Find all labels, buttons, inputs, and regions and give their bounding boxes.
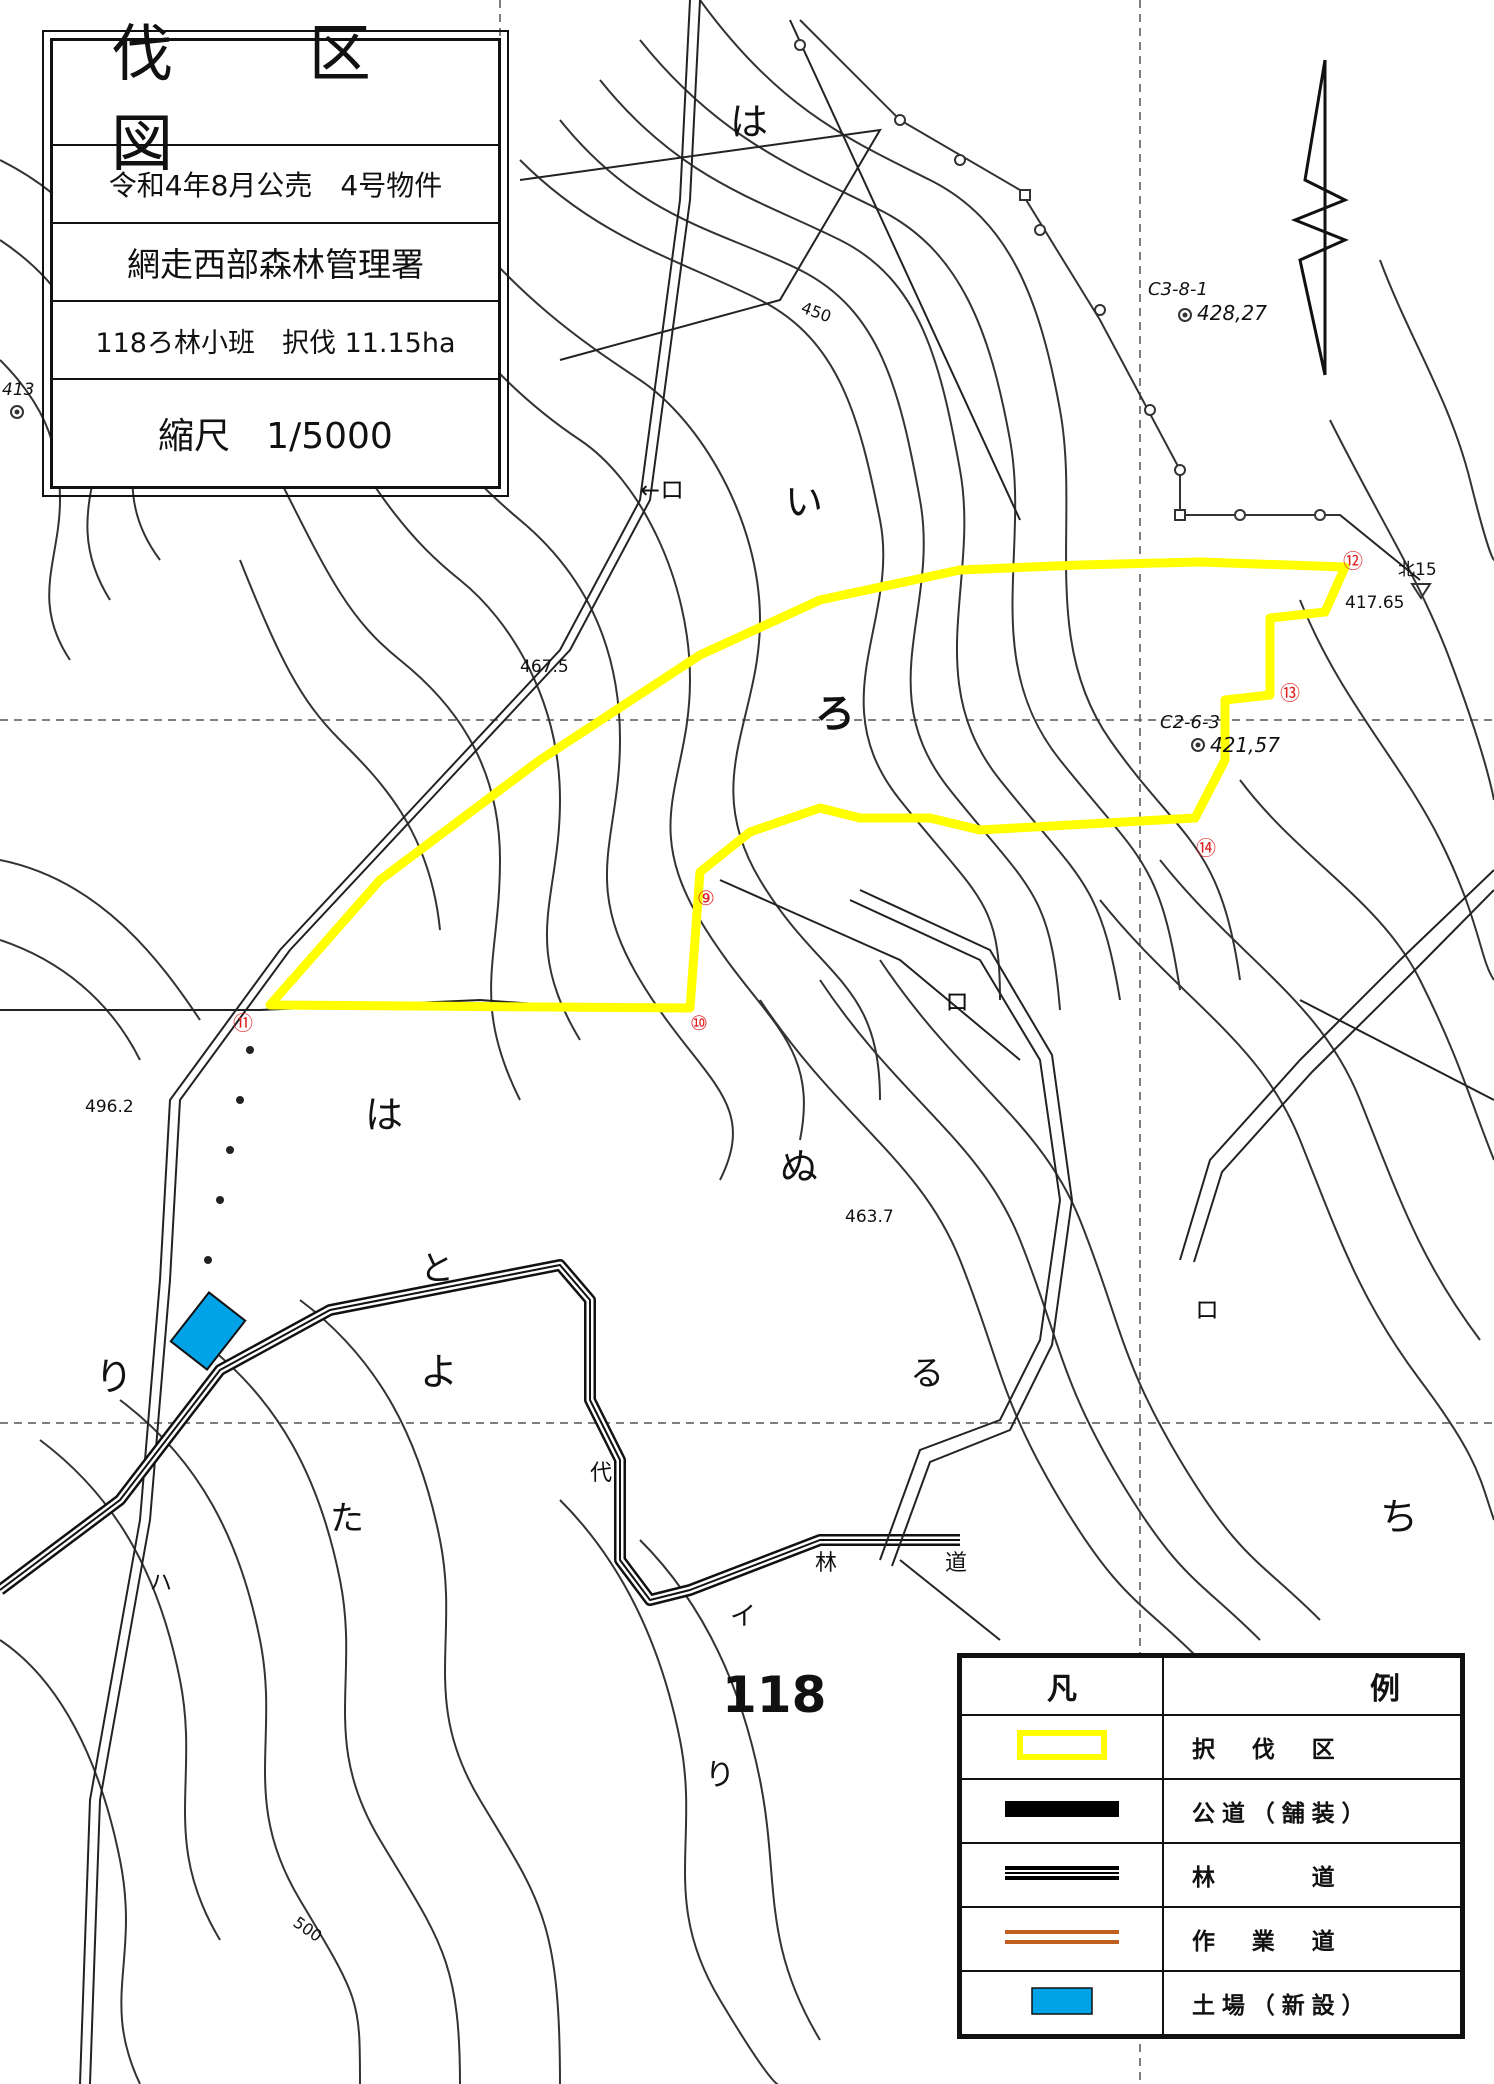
sub-i-label: い bbox=[785, 480, 823, 524]
arrow-ro-2: ロ bbox=[945, 988, 969, 1016]
landing-icon bbox=[1031, 1987, 1093, 2015]
forest-road-icon bbox=[1005, 1866, 1119, 1880]
sub-ta-label: た bbox=[330, 1499, 364, 1539]
point-10: ⑩ bbox=[690, 1011, 708, 1035]
benchmark-n15: 北15 bbox=[1398, 560, 1437, 580]
legend-label-work-road: 作 業 道 bbox=[1162, 1906, 1462, 1972]
sub-yo-label: よ bbox=[420, 1350, 458, 1394]
dotted-trail bbox=[204, 1046, 254, 1264]
subcompartment-ro-label: ろ bbox=[815, 691, 855, 737]
title-box: 伐 区 図 令和4年8月公売 4号物件 網走西部森林管理署 118ろ林小班 択伐… bbox=[42, 17, 509, 497]
benchmark-c263-value: 421,57 bbox=[1210, 733, 1280, 757]
forest-road-text-3: 道 bbox=[945, 1551, 967, 1576]
sub-ri-bottom-label: り bbox=[705, 1758, 735, 1793]
sub-nu-label: ぬ bbox=[780, 1145, 818, 1189]
legend-label-public-road: 公道（舗装） bbox=[1162, 1778, 1462, 1844]
old-road bbox=[79, 0, 701, 2084]
compartment-boundaries bbox=[0, 19, 1494, 1641]
map-title: 伐 区 図 bbox=[53, 17, 498, 180]
compartment-label: 118 bbox=[722, 1666, 826, 1724]
announcement-text: 令和4年8月公売 4号物件 bbox=[53, 146, 498, 224]
legend-label-cutting-area: 択 伐 区 bbox=[1162, 1714, 1462, 1780]
sub-ru-label: る bbox=[910, 1354, 944, 1394]
elevation-4962: 496.2 bbox=[85, 1097, 134, 1117]
public-road-icon bbox=[1005, 1801, 1119, 1817]
work-road-icon bbox=[1005, 1930, 1119, 1944]
benchmark-c263: C2-6-3 bbox=[1160, 712, 1220, 733]
legend-label-landing: 土場（新設） bbox=[1162, 1970, 1462, 2036]
legend-header: 凡 例 bbox=[960, 1656, 1462, 1716]
survey-markers bbox=[794, 39, 1326, 521]
benchmark-n15-value: 417.65 bbox=[1345, 593, 1404, 613]
elevation-4675: 467.5 bbox=[520, 657, 569, 677]
legend-header-symbol: 凡 bbox=[960, 1656, 1164, 1716]
legend-header-label: 例 bbox=[1162, 1656, 1462, 1716]
point-13: ⑬ bbox=[1280, 681, 1300, 705]
legend-row: 土場（新設） bbox=[960, 1970, 1462, 2036]
legend-row: 択 伐 区 bbox=[960, 1714, 1462, 1780]
north-arrow-icon bbox=[1290, 59, 1349, 376]
benchmark-left: 413 bbox=[2, 380, 34, 400]
legend-row: 作 業 道 bbox=[960, 1906, 1462, 1972]
forest-road-text-1: 代 bbox=[590, 1461, 612, 1486]
point-11: ⑪ bbox=[233, 1011, 253, 1035]
legend-row: 公道（舗装） bbox=[960, 1778, 1462, 1844]
point-9: ⑨ bbox=[697, 886, 715, 910]
legend-row: 林 道 bbox=[960, 1842, 1462, 1908]
benchmark-c381-value: 428,27 bbox=[1197, 301, 1267, 325]
sub-to-label: と bbox=[420, 1249, 454, 1289]
benchmark-c381: C3-8-1 bbox=[1148, 279, 1208, 300]
office-name: 網走西部森林管理署 bbox=[53, 224, 498, 302]
forest-road-text-2: 林 bbox=[815, 1551, 837, 1576]
landing-new bbox=[169, 1291, 247, 1371]
streams bbox=[849, 869, 1494, 1567]
sub-ri-left-label: り bbox=[95, 1355, 133, 1399]
point-14: ⑭ bbox=[1196, 836, 1216, 860]
contour-450: 450 bbox=[799, 298, 834, 326]
forest-road-map bbox=[0, 1259, 960, 1606]
benchmark-icons bbox=[10, 308, 1432, 752]
sub-ha-mid-label: は bbox=[365, 1093, 403, 1137]
arrow-ha: ハ bbox=[150, 1571, 172, 1596]
selective-cutting-area-icon bbox=[1017, 1730, 1107, 1760]
legend: 凡 例 択 伐 区 公道（舗装） 林 道 作 業 道 bbox=[957, 1653, 1465, 2039]
stand-info: 118ろ林小班 択伐 11.15ha bbox=[53, 302, 498, 380]
sub-ha-top-label: は bbox=[730, 100, 768, 144]
contour-500: 500 bbox=[290, 1913, 326, 1946]
selective-cutting-area bbox=[265, 557, 1350, 1013]
scale-text: 縮尺 1/5000 bbox=[158, 416, 393, 457]
arrow-ro-1: ←ロ bbox=[640, 476, 684, 504]
legend-label-forest-road: 林 道 bbox=[1162, 1842, 1462, 1908]
sub-chi-label: ち bbox=[1380, 1495, 1418, 1539]
point-12: ⑫ bbox=[1343, 549, 1363, 573]
arrow-i: イ bbox=[730, 1602, 756, 1632]
elevation-4637: 463.7 bbox=[845, 1207, 894, 1227]
arrow-ro-3: ロ bbox=[1195, 1296, 1219, 1324]
